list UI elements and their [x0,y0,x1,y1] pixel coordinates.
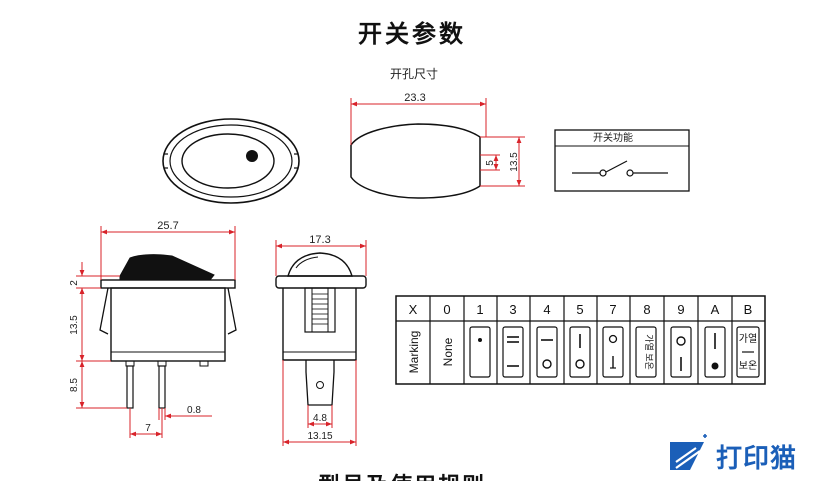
code-5: 5 [576,302,583,317]
code-7: 7 [609,302,616,317]
indicator-dot [246,150,258,162]
hole-slot-dim: 5 [485,160,496,166]
base-width-dim: 13.15 [307,431,332,442]
code-8: 8 [643,302,650,317]
symbol-8: 가열 보온 [644,334,654,370]
hole-height-dim: 13.5 [509,152,520,172]
logo-icon [670,434,707,470]
none-label: None [441,337,455,366]
switch-function-box: 开关功能 [554,129,690,192]
side-dim-b: 13.5 [69,315,80,335]
front-width-dim: 17.3 [309,234,330,246]
symbol-5 [575,334,585,369]
code-a: A [711,302,720,317]
side-width-dim: 25.7 [157,220,178,232]
logo-text: 打印猫 [716,444,798,474]
symbol-7 [608,334,618,369]
symbol-1 [478,338,482,342]
marking-table: X 0 1 3 4 5 7 8 9 A B Marking None [395,295,766,385]
marking-symbols [469,326,760,378]
korean-bottom-label: 보온 [739,360,757,372]
pin-pitch-dim: 7 [145,423,151,434]
code-9: 9 [677,302,684,317]
code-0: 0 [443,302,450,317]
next-section-title: 型号及使用规则 [0,470,824,481]
switch-function-label: 开关功能 [593,131,633,144]
marking-row-label: Marking [407,331,421,374]
side-view-drawing: 25.7 2 13.5 8.5 7 0.8 [69,220,237,438]
symbol-9 [676,336,686,371]
svg-text:가열 보온: 가열 보온 [644,334,654,370]
hole-size-label: 开孔尺寸 [390,67,438,81]
symbol-a [711,333,719,370]
code-3: 3 [509,302,516,317]
code-4: 4 [543,302,550,317]
rocker-top-view [162,118,300,204]
terminal-width-dim: 4.8 [313,413,327,424]
code-x: X [409,302,418,317]
side-dim-c: 8.5 [69,378,80,392]
front-view-drawing: 17.3 4.8 13.15 [275,234,367,446]
hole-cutout-drawing: 开孔尺寸 23.3 5 13.5 [350,67,525,199]
page-title: 开关参数 [358,20,466,48]
pin-thickness-dim: 0.8 [187,405,201,416]
korean-top-label: 가열 [739,333,757,345]
symbol-4 [541,339,553,369]
hole-width-dim: 23.3 [404,92,425,104]
symbol-b: 가열 보온 [739,333,757,372]
code-1: 1 [476,302,483,317]
side-dim-a: 2 [69,280,80,286]
symbol-3 [507,336,519,367]
code-b: B [744,302,753,317]
